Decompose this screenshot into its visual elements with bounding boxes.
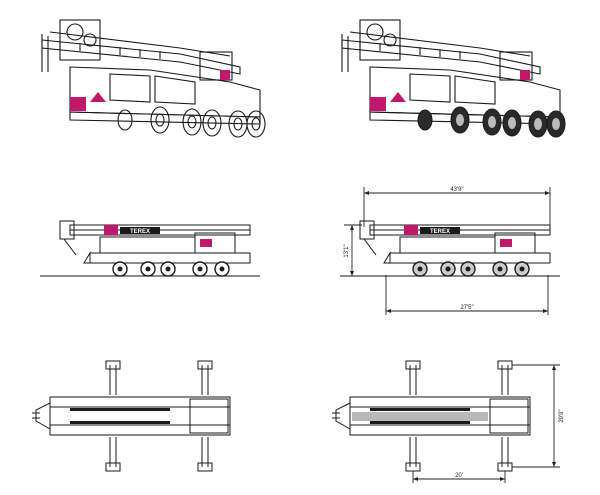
dimension-overall-length: 43'9" (450, 187, 463, 193)
isometric-view-shaded (341, 19, 566, 138)
dimension-wheelbase: 27'5" (460, 305, 473, 311)
dimension-overall-height: 13'1" (344, 244, 350, 257)
side-logo-text: TEREX (130, 229, 150, 235)
top-view-dimensioned: 29'9" 20' (332, 360, 565, 483)
dimension-outrigger-spread: 20' (455, 473, 463, 479)
isometric-view-outline (41, 19, 266, 138)
side-dim-logo-text: TEREX (430, 229, 450, 235)
dimension-outrigger-span: 29'9" (559, 409, 565, 422)
side-view-outline: TEREX (40, 220, 260, 277)
side-view-dimensioned: 43'9" 13'1" 27'5" TEREX (340, 187, 560, 315)
top-view-outline (32, 360, 231, 472)
